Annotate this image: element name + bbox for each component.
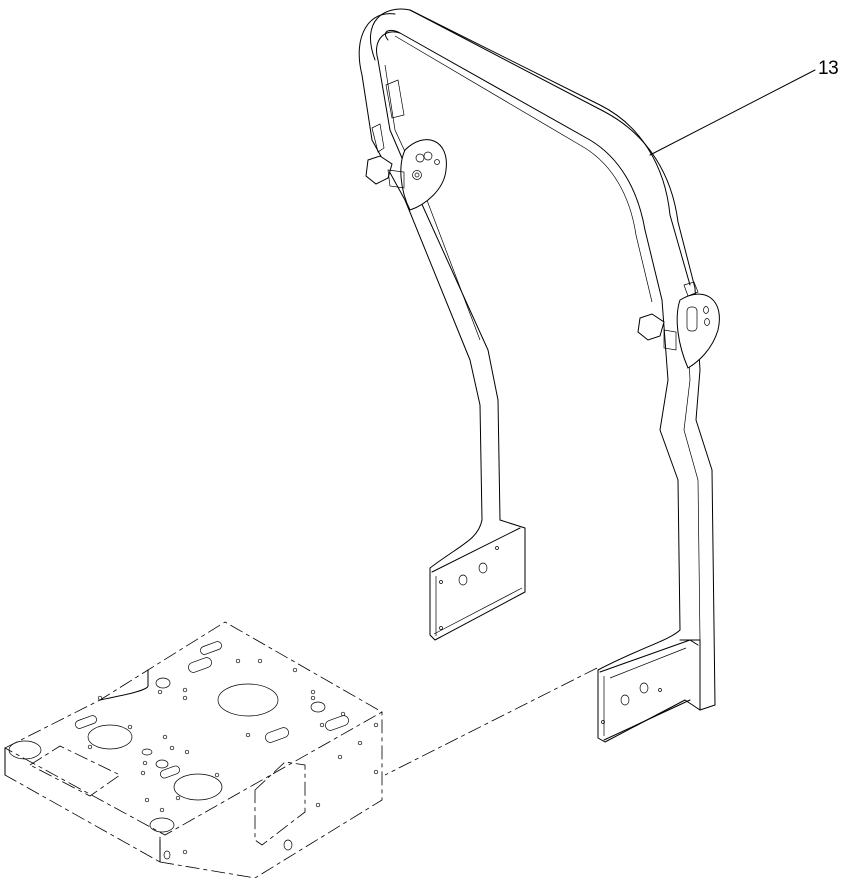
frame-platform xyxy=(4,621,383,878)
left-foot-plate xyxy=(429,519,526,641)
right-mount-bracket xyxy=(637,281,720,369)
assembly-alignment-line xyxy=(384,667,598,776)
upper-left-mount-bracket xyxy=(365,123,447,211)
roll-over-protection-bar xyxy=(358,8,720,743)
callout-leader-line xyxy=(649,69,816,156)
right-foot-plate xyxy=(597,629,716,743)
callout-number-13: 13 xyxy=(818,58,839,79)
